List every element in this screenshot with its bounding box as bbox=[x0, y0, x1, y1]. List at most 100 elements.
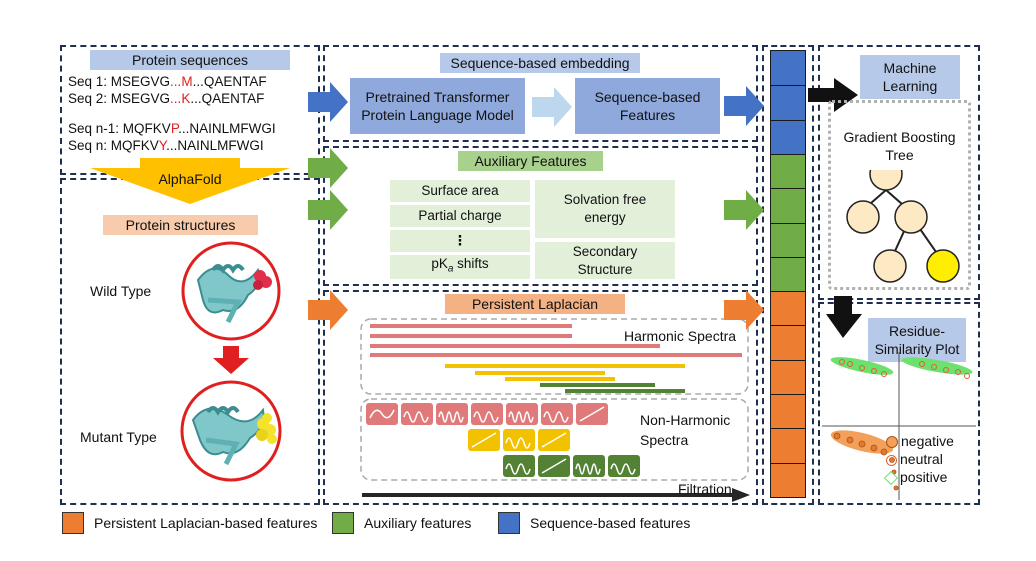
structures-title: Protein structures bbox=[103, 215, 258, 235]
ml-title: Machine Learning bbox=[860, 55, 960, 99]
seq-dots: ... bbox=[178, 121, 190, 136]
language-model-box: Pretrained Transformer Protein Language … bbox=[350, 78, 525, 134]
feature-vector-cell-sequence bbox=[771, 51, 805, 86]
seq-suffix: NAINLMFWGI bbox=[189, 121, 276, 136]
filtration-label: Filtration bbox=[678, 481, 732, 497]
harmonic-bar bbox=[540, 383, 655, 387]
feature-vector-cell-sequence bbox=[771, 85, 805, 120]
arrow-seq-to-embedding bbox=[308, 82, 348, 122]
seq-suffix: NAINLMFWGI bbox=[177, 138, 264, 153]
feature-vector-cell-auxiliary bbox=[771, 153, 805, 189]
mutant-type-label: Mutant Type bbox=[80, 429, 157, 445]
ml-panel bbox=[818, 45, 980, 300]
legend-neutral-label: neutral bbox=[900, 451, 943, 467]
harmonic-bar bbox=[370, 344, 660, 348]
wild-type-label: Wild Type bbox=[90, 283, 152, 299]
laplacian-title: Persistent Laplacian bbox=[445, 294, 625, 314]
ml-subtitle: Gradient Boosting Tree bbox=[843, 129, 956, 163]
tree-right-node bbox=[894, 200, 928, 234]
tree-leaf-node bbox=[873, 249, 907, 283]
arrow-laplacian-to-vector bbox=[724, 290, 764, 330]
harmonic-bar bbox=[370, 353, 742, 357]
seq-prefix: MQFKV bbox=[110, 138, 159, 153]
seq-label: Seq n: bbox=[68, 138, 111, 153]
feature-vector-cell-sequence bbox=[771, 119, 805, 154]
aux-secondary-structure: Secondary Structure bbox=[535, 242, 675, 279]
plot-legend: negative neutral positive bbox=[883, 432, 976, 486]
seq-prefix: MSEGVG bbox=[110, 74, 171, 89]
seq-prefix: MSEGVG bbox=[110, 91, 171, 106]
feature-vector-cell-laplacian bbox=[771, 291, 805, 326]
seq-dots: ... bbox=[192, 74, 204, 89]
pka-sub: a bbox=[447, 263, 454, 275]
pka-p: pK bbox=[431, 256, 448, 272]
feature-vector-cell-laplacian bbox=[771, 394, 805, 429]
alphafold-arrow bbox=[90, 158, 290, 204]
aux-surface-area: Surface area bbox=[390, 180, 530, 202]
legend-positive: positive bbox=[883, 468, 976, 486]
seq-dots: ... bbox=[190, 91, 202, 106]
decision-tree-graphic bbox=[846, 170, 960, 283]
seq-line-n: Seq n: MQFKVY...NAINLMFWGI bbox=[68, 137, 264, 155]
legend-auxiliary-label: Auxiliary features bbox=[364, 515, 472, 531]
legend-neutral: neutral bbox=[886, 450, 976, 468]
seq-line-2: Seq 2: MSEGVG...K...QAENTAF bbox=[68, 90, 264, 108]
legend-auxiliary-swatch bbox=[332, 512, 354, 534]
harmonic-bar bbox=[445, 364, 685, 368]
filtration-arrow bbox=[362, 488, 750, 502]
laplacian-panel bbox=[323, 290, 758, 505]
aux-partial-charge: Partial charge bbox=[390, 205, 530, 227]
seq-label: Seq n-1: bbox=[68, 121, 123, 136]
arrow-to-aux-1 bbox=[308, 148, 348, 188]
seq-dots: ... bbox=[170, 91, 182, 106]
seq-prefix: MQFKV bbox=[122, 121, 171, 136]
feature-vector-cell-auxiliary bbox=[771, 188, 805, 223]
harmonic-spectra-frame bbox=[360, 318, 749, 395]
legend-sequence-swatch bbox=[498, 512, 520, 534]
arrow-vector-to-ml bbox=[808, 78, 858, 112]
seq-line-n-1: Seq n-1: MQFKVP...NAINLMFWGI bbox=[68, 120, 276, 138]
seq-label: Seq 1: bbox=[68, 74, 111, 89]
legend-negative-label: negative bbox=[901, 433, 954, 449]
alphafold-label: AlphaFold bbox=[158, 171, 222, 187]
non-harmonic-spectra-frame bbox=[360, 398, 749, 481]
feature-vector-cell-laplacian bbox=[771, 428, 805, 463]
feature-vector-cells bbox=[771, 51, 805, 497]
aux-solvation-energy: Solvation free energy bbox=[535, 180, 675, 238]
seq-mutation: Y bbox=[158, 138, 167, 153]
negative-marker-icon bbox=[886, 436, 898, 449]
harmonic-bar bbox=[475, 371, 605, 375]
plot-title: Residue-Similarity Plot bbox=[868, 318, 966, 362]
seq-dots: ... bbox=[170, 74, 182, 89]
harmonic-bar bbox=[505, 377, 615, 381]
seq-mutation: M bbox=[181, 74, 193, 89]
plot-panel bbox=[818, 302, 980, 505]
feature-vector-cell-laplacian bbox=[771, 359, 805, 395]
legend-positive-label: positive bbox=[900, 469, 948, 485]
tree-left-node bbox=[846, 200, 880, 234]
sequences-title: Protein sequences bbox=[90, 50, 290, 70]
wild-type-structure-image bbox=[180, 241, 282, 482]
auxiliary-title: Auxiliary Features bbox=[458, 151, 603, 171]
arrow-embedding-to-vector bbox=[724, 86, 764, 126]
seq-suffix: QAENTAF bbox=[201, 91, 265, 106]
feature-vector-cell-auxiliary bbox=[771, 222, 805, 257]
feature-vector-cell-auxiliary bbox=[771, 256, 805, 292]
feature-vector-cell-laplacian bbox=[771, 462, 805, 497]
non-harmonic-waves bbox=[366, 403, 640, 477]
feature-vector-panel bbox=[762, 45, 814, 505]
seq-line-1: Seq 1: MSEGVG...M...QAENTAF bbox=[68, 73, 267, 91]
arrow-aux-to-vector bbox=[724, 190, 764, 230]
feature-vector bbox=[770, 50, 806, 498]
feature-vector-cell-laplacian bbox=[771, 325, 805, 360]
legend-sequence-label: Sequence-based features bbox=[530, 515, 691, 531]
seq-dots: ... bbox=[166, 138, 178, 153]
legend-laplacian-swatch bbox=[62, 512, 84, 534]
sequence-features-box: Sequence-based Features bbox=[575, 78, 720, 134]
gradient-boosting-frame bbox=[828, 100, 971, 290]
arrow-to-aux-2 bbox=[308, 190, 348, 230]
harmonic-bar bbox=[565, 389, 685, 393]
legend-laplacian-label: Persistent Laplacian-based features bbox=[94, 515, 318, 531]
legend-negative: negative bbox=[886, 432, 976, 450]
aux-pka-shifts: pKa shifts bbox=[390, 255, 530, 279]
